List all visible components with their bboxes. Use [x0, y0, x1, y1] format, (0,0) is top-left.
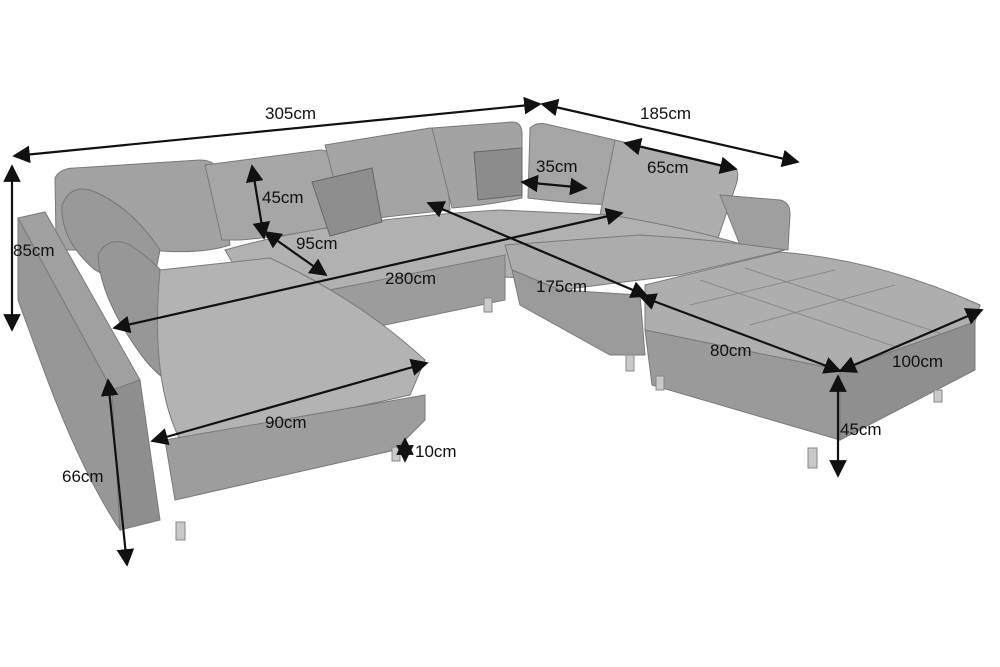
- dim-line-305: [12, 96, 542, 164]
- label-small-pillow: 35cm: [536, 157, 578, 176]
- leg-left-front: [175, 521, 186, 541]
- label-ottoman-depth: 80cm: [710, 341, 752, 360]
- label-large-pillow: 65cm: [647, 158, 689, 177]
- ottoman-leg-right: [933, 389, 943, 403]
- dim-line-66: [100, 378, 135, 567]
- leg-right: [625, 354, 635, 372]
- dim-line-35: [520, 174, 588, 196]
- label-chaise-inner: 175cm: [536, 277, 588, 296]
- dim-line-90: [150, 358, 429, 446]
- label-inner-width: 280cm: [385, 269, 437, 288]
- sofa-body: [17, 121, 981, 541]
- label-overall-width: 305cm: [265, 104, 317, 123]
- dim-line-65: [623, 138, 738, 174]
- dim-line-175: [426, 201, 649, 298]
- armrest-right: [719, 194, 791, 251]
- label-left-seat-width: 90cm: [265, 413, 307, 432]
- dim-line-100: [838, 308, 984, 373]
- label-right-depth: 185cm: [640, 104, 692, 123]
- label-backrest-height: 45cm: [262, 188, 304, 207]
- dim-line-185: [540, 98, 800, 168]
- leg-left-back: [391, 446, 401, 462]
- leg-center: [483, 297, 493, 313]
- label-seat-height: 66cm: [62, 467, 104, 486]
- ottoman-leg-front: [807, 447, 818, 469]
- label-height: 85cm: [13, 241, 55, 260]
- dim-line-80: [638, 293, 842, 374]
- label-cushion-depth: 95cm: [296, 234, 338, 253]
- label-ottoman-width: 100cm: [892, 352, 944, 371]
- label-ottoman-height: 45cm: [840, 420, 882, 439]
- label-leg-height: 10cm: [415, 442, 457, 461]
- ottoman-leg-left: [655, 375, 665, 391]
- pillow-small-right: [473, 147, 523, 201]
- armrest-left-side: [111, 379, 161, 531]
- dimension-lines: [3, 96, 984, 567]
